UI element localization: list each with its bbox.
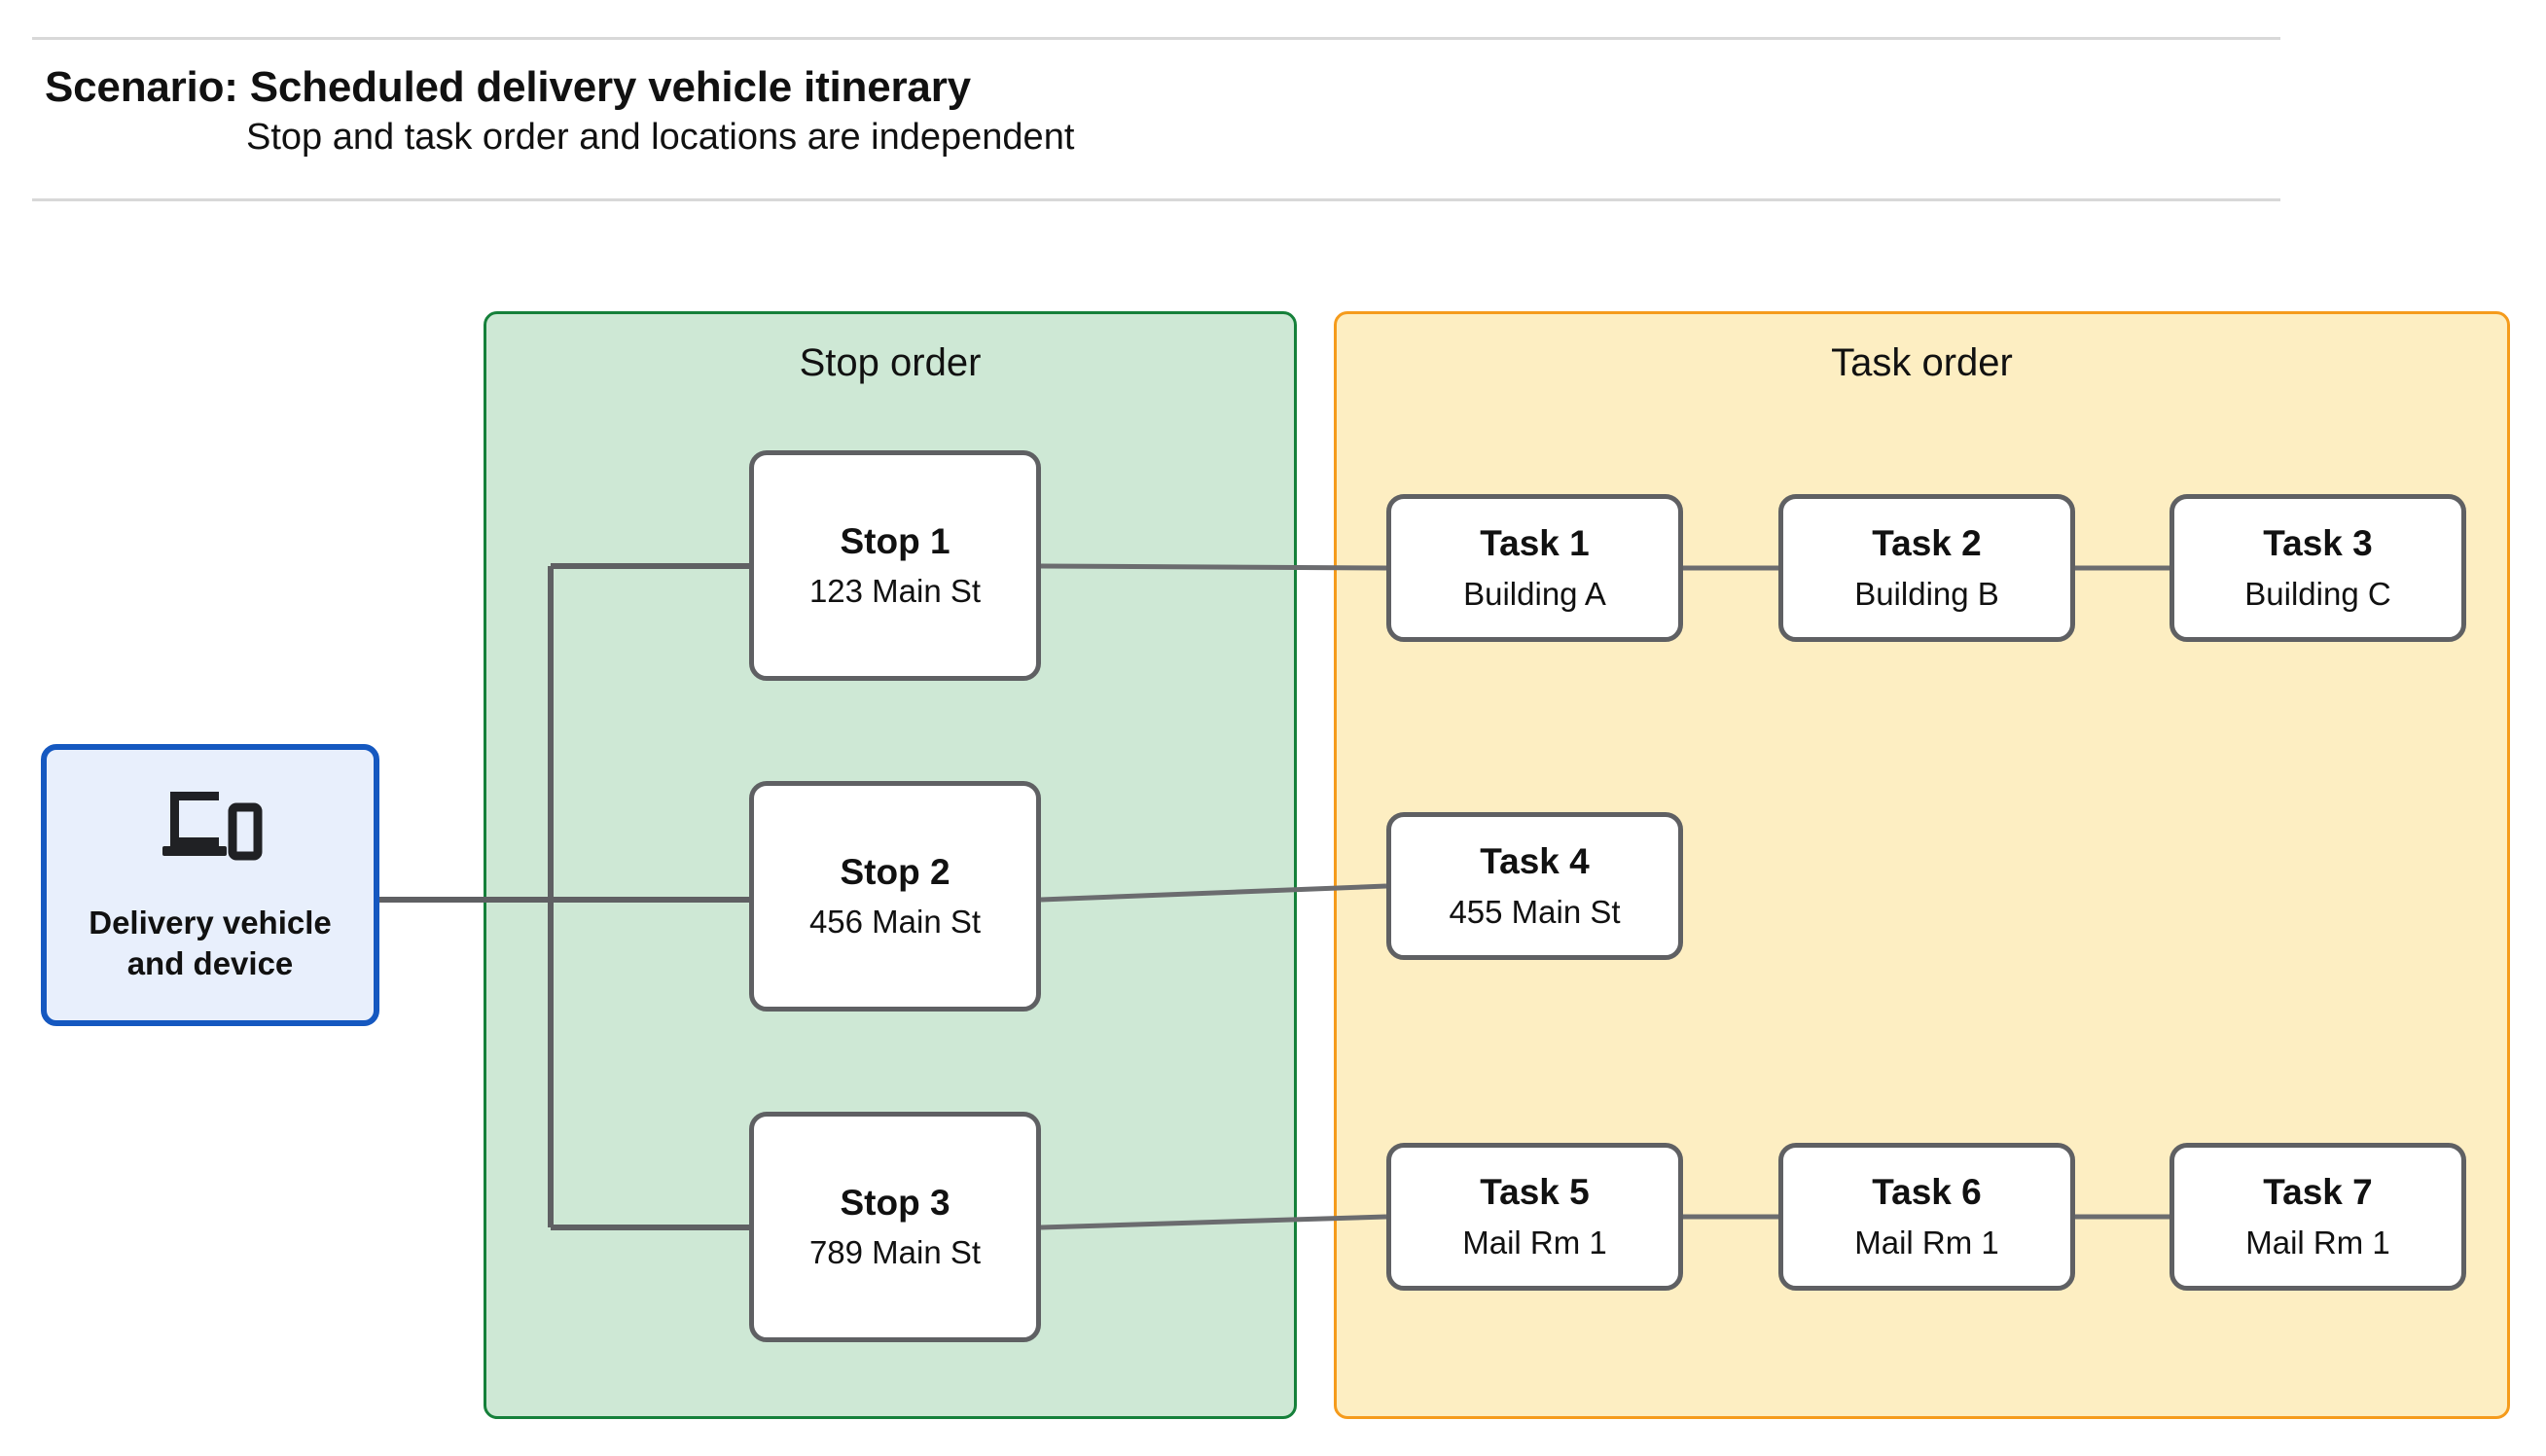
delivery-vehicle-label-line2: and device (126, 945, 294, 981)
wire-stop-2-to-task-4 (1040, 883, 1387, 903)
stop-order-group-title: Stop order (799, 341, 982, 384)
task-node-2-location: Building B (1854, 575, 1999, 612)
task-node-1[interactable]: Task 1 Building A (1386, 494, 1683, 642)
task-node-5-location: Mail Rm 1 (1462, 1224, 1607, 1261)
task-node-1-location: Building A (1463, 575, 1606, 612)
task-node-3[interactable]: Task 3 Building C (2169, 494, 2466, 642)
task-node-1-title: Task 1 (1480, 523, 1590, 563)
task-node-6[interactable]: Task 6 Mail Rm 1 (1778, 1143, 2075, 1291)
task-node-7-title: Task 7 (2263, 1172, 2373, 1212)
task-node-7-location: Mail Rm 1 (2245, 1224, 2390, 1261)
wire-stop-1-to-task-1 (1040, 563, 1387, 571)
task-node-6-location: Mail Rm 1 (1854, 1224, 1999, 1261)
task-node-2-title: Task 2 (1872, 523, 1982, 563)
task-node-3-location: Building C (2244, 575, 2391, 612)
stop-node-2[interactable]: Stop 2 456 Main St (749, 781, 1041, 1012)
stop-node-1-title: Stop 1 (840, 520, 950, 561)
page-subtitle: Stop and task order and locations are in… (246, 117, 1075, 158)
devices-icon (157, 786, 264, 862)
task-node-5-title: Task 5 (1480, 1172, 1590, 1212)
stop-node-2-address: 456 Main St (808, 904, 982, 941)
task-node-4-title: Task 4 (1480, 841, 1590, 881)
task-node-5[interactable]: Task 5 Mail Rm 1 (1386, 1143, 1683, 1291)
task-node-4-location: 455 Main St (1449, 893, 1621, 930)
stop-node-3-address: 789 Main St (808, 1234, 982, 1271)
header: Scenario: Scheduled delivery vehicle iti… (0, 0, 2546, 224)
stop-node-2-title: Stop 2 (840, 851, 950, 892)
wire-stop-3-to-task-5 (1040, 1214, 1387, 1230)
header-divider-top (32, 37, 2280, 40)
delivery-vehicle-node[interactable]: Delivery vehicle and device (41, 744, 379, 1026)
task-order-group-title: Task order (1831, 341, 2013, 384)
delivery-vehicle-label-line1: Delivery vehicle (89, 905, 332, 941)
page-title: Scenario: Scheduled delivery vehicle iti… (45, 63, 971, 111)
stop-node-1[interactable]: Stop 1 123 Main St (749, 450, 1041, 681)
task-node-7[interactable]: Task 7 Mail Rm 1 (2169, 1143, 2466, 1291)
header-divider-bottom (32, 198, 2280, 201)
stop-node-1-address: 123 Main St (808, 573, 982, 610)
task-node-6-title: Task 6 (1872, 1172, 1982, 1212)
task-node-2[interactable]: Task 2 Building B (1778, 494, 2075, 642)
stop-node-3-title: Stop 3 (840, 1182, 950, 1223)
delivery-vehicle-label: Delivery vehicle and device (89, 903, 332, 983)
task-node-3-title: Task 3 (2263, 523, 2373, 563)
task-node-4[interactable]: Task 4 455 Main St (1386, 812, 1683, 960)
stop-node-3[interactable]: Stop 3 789 Main St (749, 1112, 1041, 1342)
